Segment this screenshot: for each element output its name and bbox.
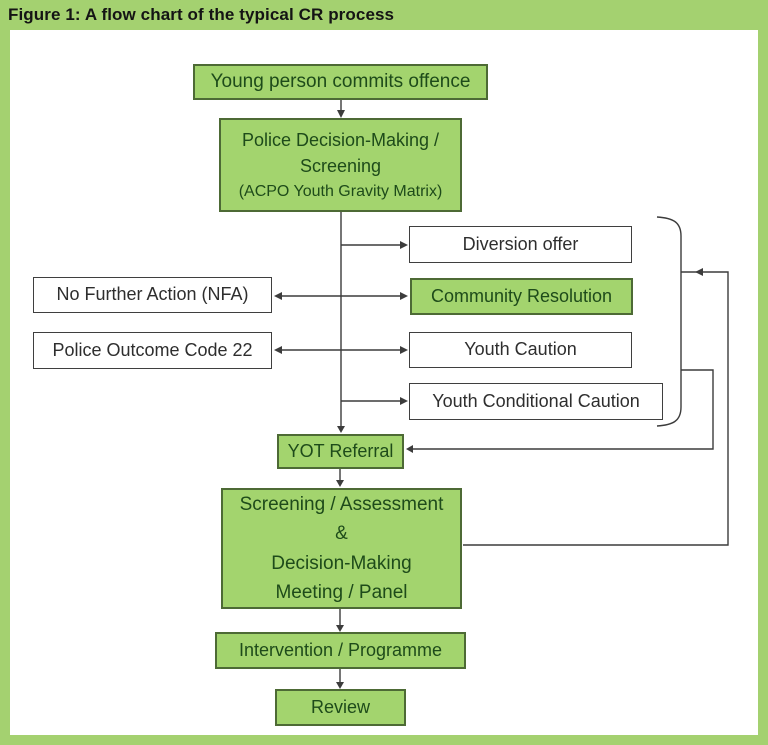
node-label: Young person commits offence	[210, 70, 471, 92]
figure-title-bar: Figure 1: A flow chart of the typical CR…	[0, 0, 768, 30]
figure-title: Figure 1: A flow chart of the typical CR…	[8, 5, 395, 24]
node-label: Community Resolution	[430, 285, 613, 306]
node-label: Diversion offer	[462, 233, 579, 254]
node-label: Police Outcome Code 22	[52, 339, 253, 360]
node-young-person-commits-offence: Young person commits offence	[193, 64, 488, 100]
node-intervention-programme: Intervention / Programme	[215, 632, 466, 669]
node-police-outcome-code-22: Police Outcome Code 22	[33, 332, 272, 369]
node-review: Review	[275, 689, 406, 726]
node-label: Youth Caution	[464, 339, 577, 360]
node-label: Youth Conditional Caution	[432, 390, 640, 411]
node-police-decision-making: Police Decision-Making / Screening (ACPO…	[219, 118, 462, 212]
node-label: YOT Referral	[287, 440, 394, 461]
node-label: No Further Action (NFA)	[56, 284, 249, 305]
node-youth-caution: Youth Caution	[409, 332, 632, 368]
node-yot-referral: YOT Referral	[277, 434, 404, 469]
node-screening-assessment-panel: Screening / Assessment & Decision-Making…	[221, 488, 462, 609]
node-diversion-offer: Diversion offer	[409, 226, 632, 263]
node-no-further-action: No Further Action (NFA)	[33, 277, 272, 313]
node-youth-conditional-caution: Youth Conditional Caution	[409, 383, 663, 420]
node-label: Screening / Assessment & Decision-Making…	[239, 493, 444, 603]
node-label: Police Decision-Making / Screening	[241, 130, 440, 177]
node-sublabel: (ACPO Youth Gravity Matrix)	[238, 182, 443, 200]
node-community-resolution: Community Resolution	[410, 278, 633, 315]
node-label: Intervention / Programme	[238, 639, 443, 660]
node-label: Review	[310, 696, 371, 717]
